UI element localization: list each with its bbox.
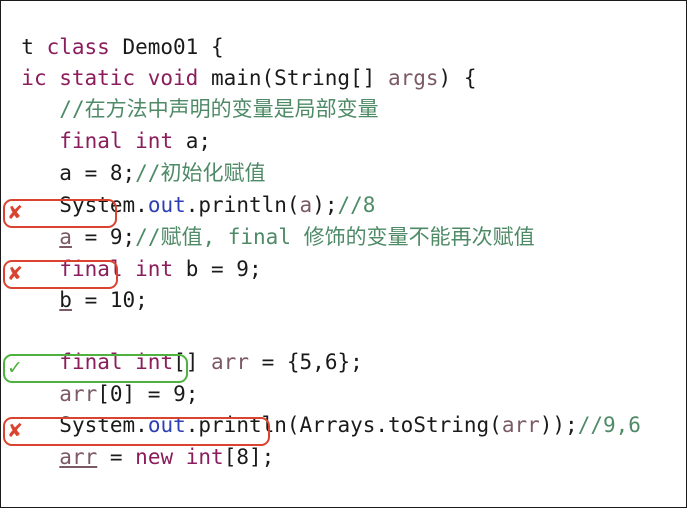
error-box-assign-a-9 bbox=[3, 199, 117, 228]
class-decl-t: t bbox=[21, 35, 47, 59]
println-a-comment: //8 bbox=[337, 193, 376, 217]
arr0-var: arr bbox=[59, 382, 98, 406]
code-line-method-decl: ic static void main(String[] args) { bbox=[0, 39, 476, 90]
error-box-arr-new bbox=[3, 417, 270, 446]
assign-a-8-comment: //初始化赋值 bbox=[135, 161, 266, 185]
kw-final-int: final int bbox=[59, 129, 174, 153]
arr0-rest: [0] = 9; bbox=[97, 382, 199, 406]
kw-new-int: new int bbox=[135, 445, 224, 469]
error-x-icon: ✘ bbox=[7, 420, 23, 442]
method-decl-post: ) { bbox=[438, 66, 477, 90]
code-line-comment-local: //在方法中声明的变量是局部变量 bbox=[34, 70, 378, 121]
error-x-icon: ✘ bbox=[7, 263, 23, 285]
code-line-arr0-assign: arr[0] = 9; bbox=[34, 355, 198, 406]
error-x-icon: ✘ bbox=[7, 202, 23, 224]
println-a-param: a bbox=[299, 193, 313, 217]
assign-b-10-var: b bbox=[59, 288, 72, 312]
assign-a-9-var: a bbox=[59, 225, 72, 249]
arr-new-size: [8]; bbox=[223, 445, 275, 469]
code-line-final-int-arr: final int[] arr = {5,6}; bbox=[34, 323, 362, 374]
method-signature: main(String[] bbox=[198, 66, 388, 90]
code-line-println-a: System.out.println(a);//8 bbox=[34, 166, 375, 217]
assign-a-9-rest: = 9; bbox=[71, 225, 136, 249]
class-keyword: class bbox=[46, 35, 110, 59]
code-line-final-int-a: final int a; bbox=[34, 102, 211, 153]
code-line-assign-a-8: a = 8;//初始化赋值 bbox=[34, 134, 265, 185]
code-line-final-int-b: final int b = 9; bbox=[34, 230, 261, 281]
code-line-class-decl: t class Demo01 { bbox=[0, 8, 223, 59]
arr-new-eq: = bbox=[97, 445, 136, 469]
code-line-assign-a-9: a = 9;//赋值, final 修饰的变量不能再次赋值 bbox=[34, 198, 534, 249]
println-arr-param: arr bbox=[501, 413, 540, 437]
method-param-args: args bbox=[387, 66, 439, 90]
println-a-mid: .println( bbox=[185, 193, 300, 217]
println-a-field-out: out bbox=[147, 193, 186, 217]
check-icon: ✓ bbox=[7, 357, 23, 379]
assign-a-8-code: a = 8; bbox=[59, 161, 136, 185]
method-modifiers: ic static void bbox=[21, 66, 199, 90]
code-line-arr-new: arr = new int[8]; bbox=[34, 418, 274, 469]
class-name: Demo01 { bbox=[109, 35, 224, 59]
code-line-println-arr: System.out.println(Arrays.toString(arr))… bbox=[34, 386, 641, 437]
println-arr-post: )); bbox=[539, 413, 578, 437]
comment-local-var: //在方法中声明的变量是局部变量 bbox=[59, 97, 379, 121]
println-a-post: ); bbox=[312, 193, 338, 217]
code-line-assign-b-10: b = 10; bbox=[34, 261, 148, 312]
println-a-pre: System. bbox=[59, 193, 148, 217]
decl-arr-post: = {5,6}; bbox=[248, 350, 363, 374]
decl-b: b = 9; bbox=[173, 257, 262, 281]
decl-a: a; bbox=[173, 129, 212, 153]
assign-a-9-comment: //赋值, final 修饰的变量不能再次赋值 bbox=[135, 225, 535, 249]
decl-arr-var: arr bbox=[211, 350, 249, 374]
error-box-assign-b-10 bbox=[3, 260, 118, 289]
arr-new-var: arr bbox=[59, 445, 98, 469]
println-arr-comment: //9,6 bbox=[577, 413, 641, 437]
ok-box-arr0-assign bbox=[3, 354, 188, 383]
assign-b-10-rest: = 10; bbox=[71, 288, 148, 312]
